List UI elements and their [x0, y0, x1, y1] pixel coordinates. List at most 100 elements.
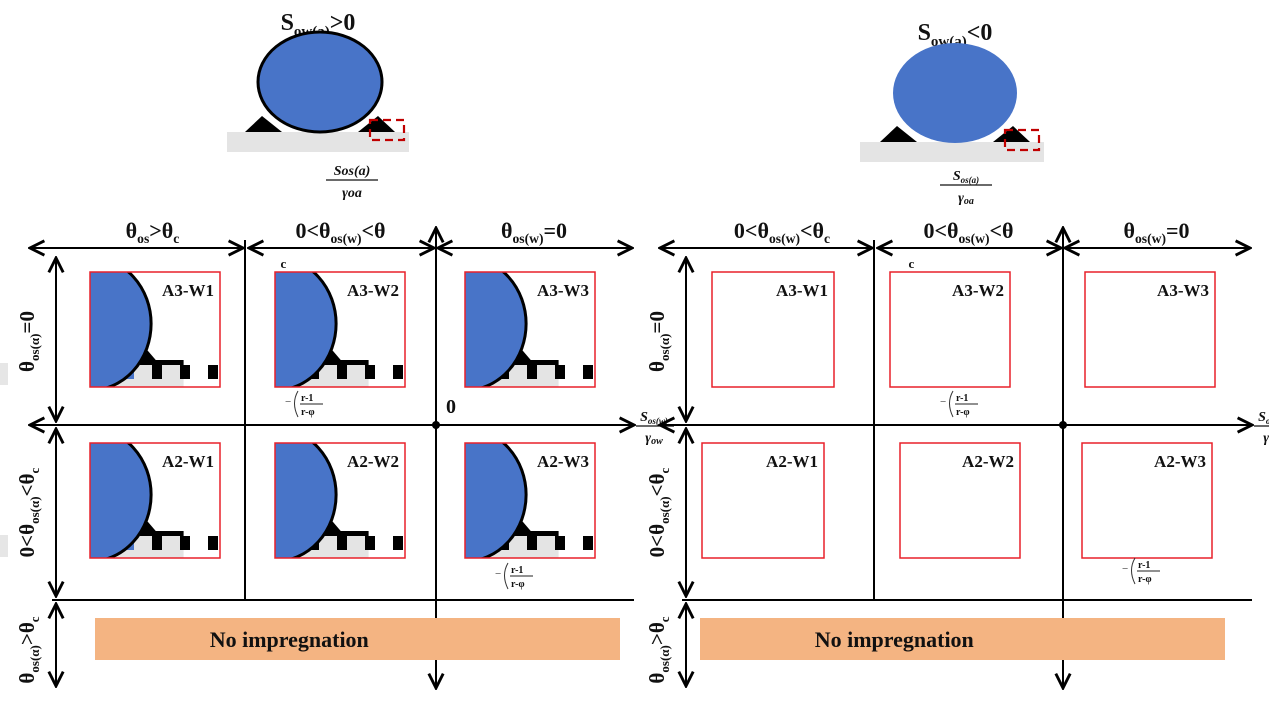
pillar — [774, 365, 784, 379]
cell-label: A3-W1 — [162, 281, 214, 300]
pillar — [764, 536, 774, 550]
cell-a3-w1: A3-W1 — [711, 271, 835, 388]
droplet — [275, 443, 338, 558]
pillar — [1119, 365, 1129, 379]
penetration — [712, 365, 718, 379]
ratio-label-bottom: −r-1r-φ — [1122, 557, 1160, 585]
stray-c-label: c — [281, 256, 287, 271]
oil-film — [140, 360, 184, 365]
pillar — [962, 536, 972, 550]
pillar — [718, 365, 728, 379]
cell-border — [89, 271, 221, 388]
column-header-3: θos(w)=0 — [1123, 218, 1189, 247]
cell-border — [701, 442, 825, 559]
highlight-box — [368, 118, 406, 142]
pillar — [708, 536, 718, 550]
pillar — [736, 536, 746, 550]
oil-film — [752, 531, 790, 536]
ratio-denominator: r-φ — [511, 579, 525, 590]
cell-content — [1024, 257, 1213, 390]
pillar — [152, 536, 162, 550]
pillar — [180, 365, 190, 379]
oil-film — [1085, 360, 1179, 365]
cell-content — [90, 272, 218, 387]
row-header-2: 0<θos(α)<θc — [645, 467, 672, 557]
no-impregnation-label: No impregnation — [815, 627, 974, 652]
column-header-3: θos(w)=0 — [501, 218, 567, 247]
ratio-label-bottom: −r-1r-φ — [495, 562, 533, 590]
cell-label: A3-W2 — [347, 281, 399, 300]
oil-film — [900, 531, 986, 536]
pillar — [924, 365, 934, 379]
top-fraction: Sos(a)γoa — [326, 164, 378, 201]
ratio-numerator: r-1 — [1138, 560, 1150, 571]
pillar — [820, 536, 830, 550]
cell-label: A3-W2 — [952, 281, 1004, 300]
ratio-paren — [1131, 557, 1136, 585]
cell-border — [1081, 442, 1213, 559]
cell-label: A2-W1 — [766, 452, 818, 471]
cell-border — [899, 442, 1021, 559]
droplet — [90, 272, 153, 387]
cell-a2-w2: A2-W2 — [274, 442, 406, 559]
cell-content — [275, 443, 403, 558]
panel-left: Sow(a)>0Sos(a)γoaθos>θc0<θos(w)<θθos(w)=… — [15, 10, 674, 688]
cell-a3-w1: A3-W1 — [89, 271, 221, 388]
substrate — [1085, 365, 1179, 387]
top-fraction: Sos(a) γoa — [940, 169, 992, 207]
right-wedge — [358, 116, 395, 132]
x-axis-label: Sos(w)γow — [636, 410, 674, 447]
cell-content — [844, 428, 1028, 561]
pillar — [527, 365, 537, 379]
ratio-numerator: r-1 — [301, 393, 313, 404]
meniscus-wedge — [739, 518, 765, 532]
ratio-numerator: r-1 — [511, 565, 523, 576]
penetration — [702, 536, 708, 550]
cell-label: A2-W3 — [1154, 452, 1206, 471]
oil-film — [140, 531, 184, 536]
column-header-1: θos>θc — [126, 218, 180, 246]
cell-content — [645, 428, 830, 561]
column-header-2: 0<θos(w)<θ — [295, 218, 385, 247]
pillar — [337, 365, 347, 379]
pillar — [990, 536, 1000, 550]
row-header-2: 0<θos(α)<θc — [15, 467, 42, 557]
cell-border — [464, 271, 596, 388]
fraction-numerator: Sos(a) — [953, 169, 979, 185]
droplet — [465, 272, 528, 387]
ratio-label-top: −r-1r-φ — [285, 390, 323, 418]
pillar — [1200, 536, 1210, 550]
row-header-3: θos(α)>θc — [645, 616, 672, 683]
x-axis-label-denominator: γow — [645, 431, 663, 447]
column-header-2: 0<θos(w)<θ — [923, 218, 1013, 247]
cell-content — [834, 257, 1018, 390]
ratio-paren — [294, 390, 299, 418]
substrate — [890, 365, 976, 387]
cell-label: A3-W3 — [1157, 281, 1209, 300]
ratio-numerator: r-1 — [956, 393, 968, 404]
pillar — [1091, 365, 1101, 379]
cell-a3-w2: A3-W2 — [274, 271, 406, 388]
meniscus-wedge — [926, 347, 952, 361]
cell-border — [274, 442, 406, 559]
right-wedge — [993, 126, 1030, 142]
meniscus-wedge — [749, 347, 775, 361]
pillar — [746, 365, 756, 379]
pillar — [365, 536, 375, 550]
x-axis-label: Sos(w)γow — [1254, 410, 1269, 446]
pillar — [555, 365, 565, 379]
no-impregnation-label: No impregnation — [210, 627, 369, 652]
ratio-minus: − — [1122, 563, 1128, 575]
fraction-denominator: γoa — [958, 191, 974, 207]
pillar — [980, 365, 990, 379]
oil-film — [1082, 531, 1176, 536]
row-header-1: θos(α)=0 — [15, 311, 42, 372]
cell-a3-w2: A3-W2 — [834, 257, 1018, 390]
cell-border — [889, 271, 1011, 388]
pillar — [896, 365, 906, 379]
cell-border — [711, 271, 835, 388]
ratio-denominator: r-φ — [301, 407, 315, 418]
cell-content — [465, 272, 593, 387]
cell-a3-w3: A3-W3 — [1024, 257, 1216, 390]
